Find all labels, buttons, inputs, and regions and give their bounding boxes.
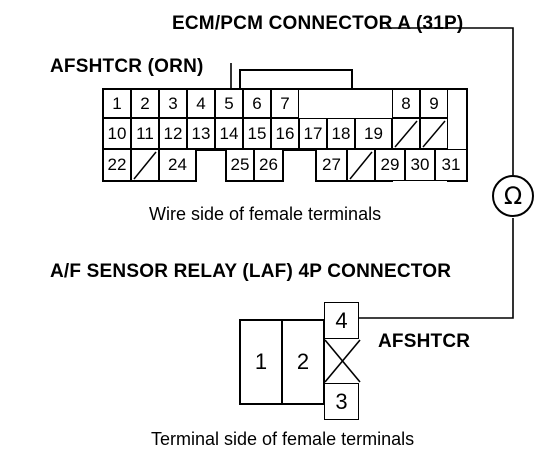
ecm-pin-29: 29 [375, 149, 405, 181]
laf-connector-title: A/F SENSOR RELAY (LAF) 4P CONNECTOR [50, 261, 452, 282]
ecm-pin-13: 13 [187, 118, 215, 149]
ecm-pin-17: 17 [299, 118, 327, 149]
probe-wire-top [380, 27, 514, 175]
ecm-pin-1: 1 [103, 89, 131, 118]
ecm-blank-21 [420, 118, 448, 149]
laf-pin-1: 1 [240, 320, 282, 404]
ohm-symbol: Ω [503, 182, 523, 210]
laf-wire-label: AFSHTCR [378, 331, 471, 352]
ecm-pin-31: 31 [435, 149, 467, 181]
ecm-pin-3: 3 [159, 89, 187, 118]
ecm-pin-9: 9 [420, 89, 448, 118]
ecm-pin-4: 4 [187, 89, 215, 118]
ecm-blank-20 [392, 118, 420, 149]
ecm-pin-26: 26 [254, 149, 283, 181]
ecm-pin-8: 8 [392, 89, 420, 118]
ohmmeter-icon: Ω [492, 175, 534, 217]
probe-wire-bottom [357, 218, 514, 319]
ecm-lock-tab [239, 69, 353, 89]
ecm-blank-23 [131, 149, 159, 181]
ecm-pin-6: 6 [243, 89, 271, 118]
laf-caption: Terminal side of female terminals [151, 429, 415, 449]
laf-blank-cavity-x2 [324, 339, 361, 383]
ecm-caption: Wire side of female terminals [149, 204, 382, 224]
ecm-pin-22: 22 [103, 149, 131, 181]
ecm-pin-10: 10 [103, 118, 131, 149]
ecm-pin-15: 15 [243, 118, 271, 149]
ecm-pin-11: 11 [131, 118, 159, 149]
ecm-pin-2: 2 [131, 89, 159, 118]
ecm-blank-28 [347, 149, 375, 181]
ecm-wire-label: AFSHTCR (ORN) [50, 56, 204, 77]
blank-cavity-slash [349, 151, 373, 179]
ecm-pin-24: 24 [159, 149, 196, 181]
ecm-pin-14: 14 [215, 118, 243, 149]
ecm-pin-5: 5 [215, 89, 243, 118]
blank-cavity-slash [133, 151, 157, 179]
ecm-pin-27: 27 [316, 149, 347, 181]
blank-cavity-slash [422, 120, 446, 147]
blank-cavity-slash [394, 120, 418, 147]
ecm-pin-16: 16 [271, 118, 299, 149]
ecm-pin-7: 7 [271, 89, 299, 118]
ecm-pin-25: 25 [226, 149, 254, 181]
laf-pin-3: 3 [324, 383, 359, 420]
ecm-pin-19: 19 [355, 118, 392, 149]
ecm-pin-12: 12 [159, 118, 187, 149]
laf-pin-4: 4 [324, 302, 359, 339]
ecm-pin-18: 18 [327, 118, 355, 149]
laf-pin-2: 2 [282, 320, 324, 404]
ecm-pin-30: 30 [405, 149, 435, 181]
